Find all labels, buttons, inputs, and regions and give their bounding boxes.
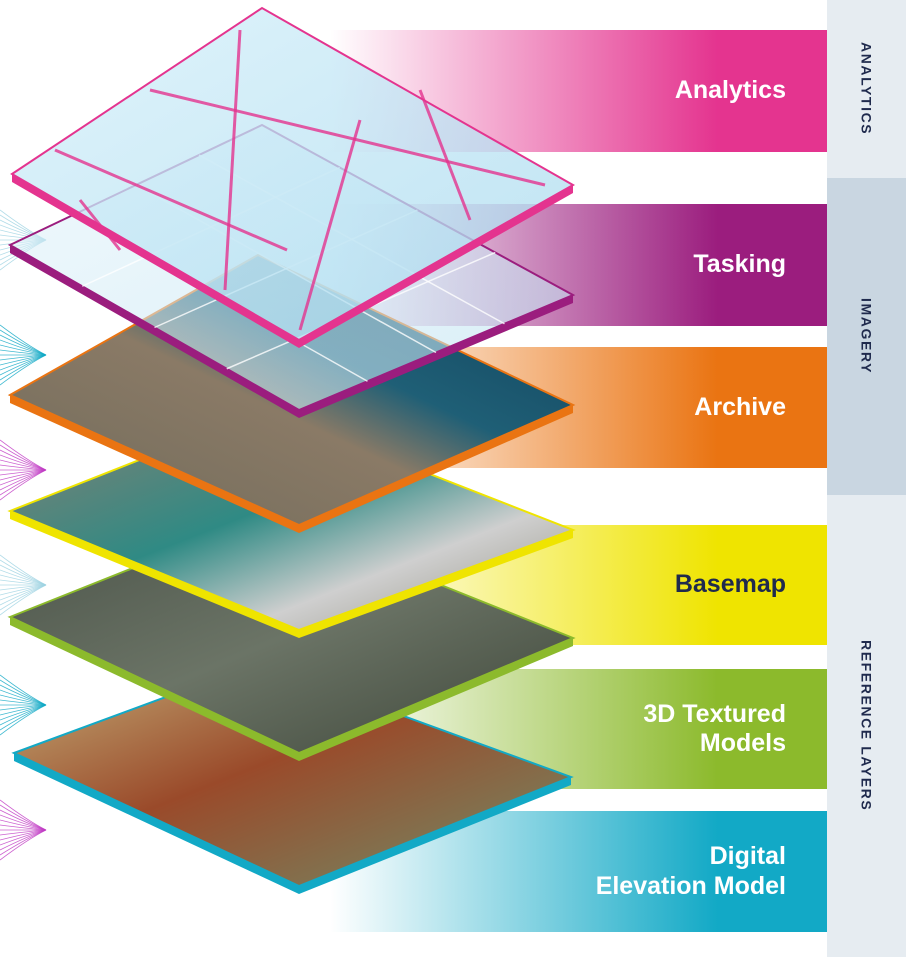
- analytics-road-line: [149, 88, 546, 187]
- category-label-analytics: ANALYTICS: [858, 42, 875, 136]
- analytics-road-line: [298, 119, 362, 331]
- layer-label-basemap: Basemap: [674, 570, 786, 599]
- category-imagery: IMAGERY: [827, 178, 906, 495]
- category-reference-layers: REFERENCE LAYERS: [827, 495, 906, 957]
- layer-plate-edge: [10, 511, 573, 638]
- layer-label-3d-models: 3D Textured Models: [643, 699, 786, 758]
- data-stream-line: [0, 469, 47, 501]
- layer-label-tasking: Tasking: [693, 250, 786, 279]
- data-stream-line: [0, 574, 47, 586]
- layer-label-analytics: Analytics: [674, 76, 786, 105]
- data-stream-line: [0, 704, 47, 736]
- analytics-road-line: [418, 89, 472, 221]
- data-stream-line: [0, 354, 47, 386]
- data-stream-line: [0, 829, 47, 861]
- layer-plate-edge: [14, 753, 571, 894]
- data-stream-line: [0, 459, 47, 471]
- analytics-road-line: [223, 29, 242, 291]
- data-stream-line: [0, 819, 47, 831]
- category-label-imagery: IMAGERY: [858, 298, 875, 375]
- layer-label-archive: Archive: [694, 392, 786, 421]
- analytics-road-line: [54, 148, 288, 252]
- category-label-reference-layers: REFERENCE LAYERS: [858, 640, 875, 812]
- layer-band-dem: Digital Elevation Model: [330, 811, 827, 932]
- layer-plate-anl: [10, 6, 576, 348]
- analytics-road-line: [78, 199, 122, 251]
- data-stream-line: [0, 584, 47, 616]
- data-stream-line: [0, 694, 47, 706]
- layer-plate-edge: [10, 617, 573, 761]
- data-stream-line: [0, 344, 47, 356]
- category-analytics: ANALYTICS: [827, 0, 906, 178]
- layer-label-dem: Digital Elevation Model: [595, 842, 786, 900]
